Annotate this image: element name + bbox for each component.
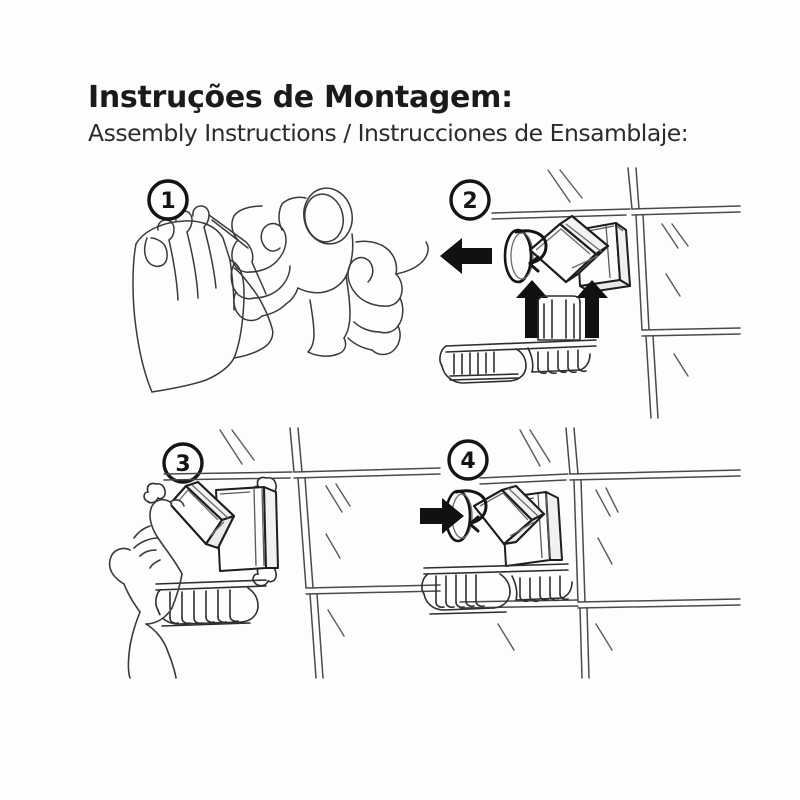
page-subtitle: Assembly Instructions / Instrucciones de… [88, 119, 689, 147]
right-arrow [420, 498, 464, 534]
step-number-label: 3 [175, 452, 190, 477]
round-cap [503, 228, 534, 284]
hand-wiping-cloth [132, 205, 274, 393]
page-title: Instruções de Montagem: [88, 80, 513, 115]
pressing-hand [108, 498, 185, 679]
up-arrow-right [576, 280, 608, 338]
step-panel-4: 4 [420, 427, 741, 679]
rotation-arrow [514, 229, 548, 273]
tiled-wall [163, 427, 441, 679]
mount-bracket [215, 486, 279, 572]
step-number-label: 4 [460, 449, 475, 474]
step-badge-3: 3 [162, 442, 204, 484]
badge-overlay-1: 1 [147, 179, 189, 221]
tile-shine-marks [497, 429, 619, 651]
tile-shine-marks [219, 429, 351, 637]
left-arrow [440, 238, 492, 274]
cap-tilted-body [528, 214, 610, 284]
step-badge-2: 2 [449, 179, 491, 221]
badge-overlay-2: 2 [449, 179, 491, 221]
cap-body-lines [479, 487, 539, 537]
mount-bracket-detail [219, 487, 265, 567]
cap-body-lines [175, 484, 229, 537]
step-badge-1: 1 [147, 179, 189, 221]
wire-soap-basket [155, 579, 267, 627]
step-panel-3: 3 [108, 427, 441, 679]
two-hands-peeling-disc [230, 187, 429, 357]
tile-shine-marks [547, 169, 689, 377]
step-number-label: 2 [462, 189, 477, 214]
tiled-wall [459, 427, 741, 679]
tiled-wall [491, 167, 741, 419]
up-arrow-left [516, 280, 548, 338]
step-badge-4: 4 [447, 439, 489, 481]
wire-soap-basket [421, 563, 573, 615]
step-panel-2 [420, 167, 741, 419]
wire-soap-basket [439, 295, 597, 384]
rotation-arrow [454, 489, 488, 533]
heading: Instruções de Montagem: Assembly Instruc… [88, 80, 738, 148]
step-number-label: 1 [160, 189, 175, 214]
